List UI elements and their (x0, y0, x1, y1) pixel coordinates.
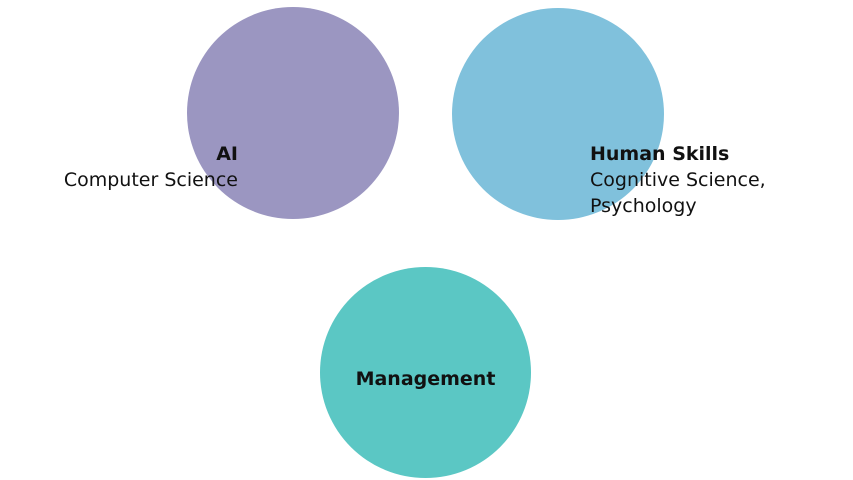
ai-title: AI (216, 143, 238, 165)
human-skills-description-line1: Cognitive Science, (590, 169, 766, 191)
human-skills-label: Human Skills Cognitive Science, Psycholo… (590, 141, 766, 219)
management-title: Management (355, 368, 496, 390)
human-skills-description-line2: Psychology (590, 195, 697, 217)
ai-label: AI Computer Science (64, 141, 238, 193)
human-skills-circle (452, 8, 664, 220)
human-skills-title: Human Skills (590, 143, 730, 165)
ai-circle (187, 7, 399, 219)
management-label: Management (320, 366, 531, 392)
management-circle (320, 267, 531, 478)
ai-description: Computer Science (63, 169, 238, 191)
